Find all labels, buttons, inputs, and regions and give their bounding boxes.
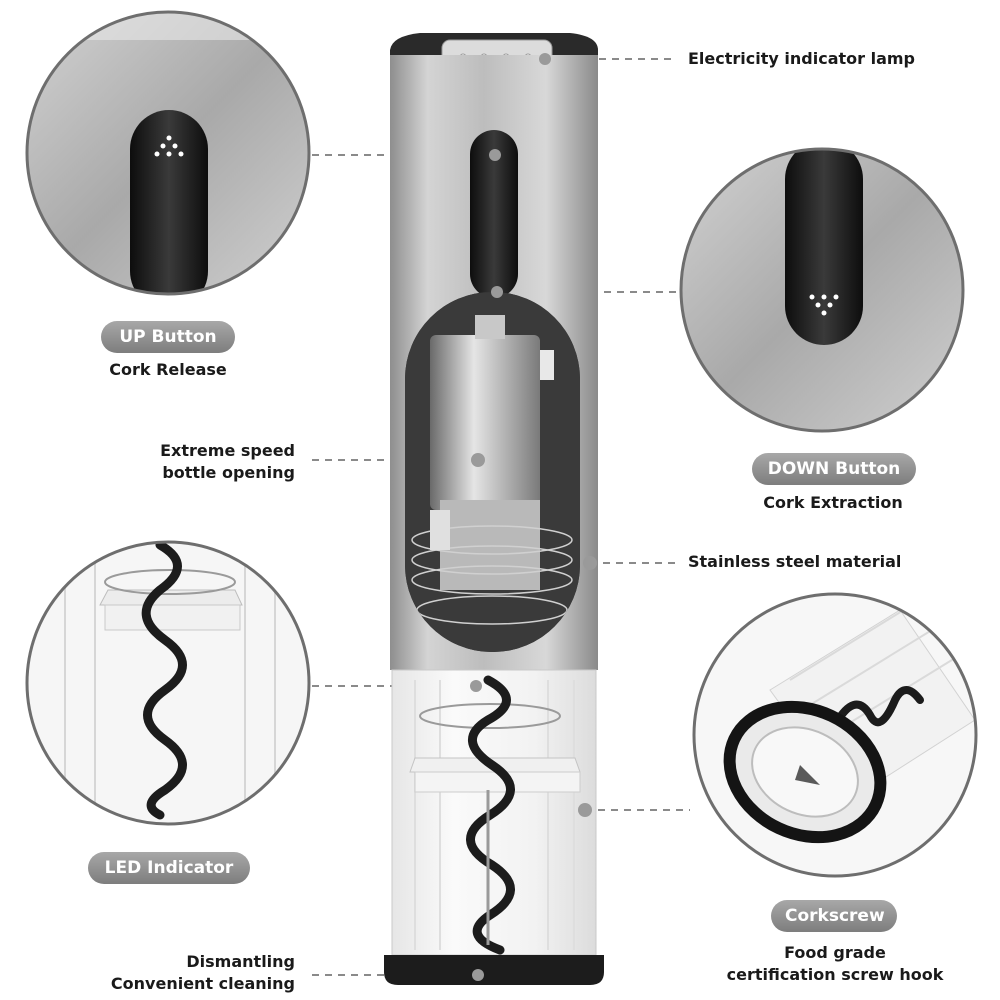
wine-opener-device: [384, 33, 604, 985]
down-button-badge: DOWN Button: [752, 453, 916, 485]
dismantling-line2: Convenient cleaning: [110, 974, 295, 993]
corkscrew-badge: Corkscrew: [771, 900, 897, 932]
extreme-speed-line1: Extreme speed: [160, 441, 295, 460]
extreme-speed-line2: bottle opening: [162, 463, 295, 482]
up-button-caption: Cork Release: [109, 360, 227, 379]
corkscrew-line2: certification screw hook: [726, 965, 944, 984]
dismantling-line1: Dismantling: [186, 952, 295, 971]
led-indicator-detail: [25, 540, 311, 826]
led-indicator-badge: LED Indicator: [88, 852, 250, 884]
down-button-caption: Cork Extraction: [763, 493, 903, 512]
callout-dots: [470, 53, 597, 981]
corkscrew-detail: [692, 592, 978, 878]
corkscrew-line1: Food grade: [784, 943, 886, 962]
up-button-detail: [25, 10, 311, 296]
electricity-indicator-label: Electricity indicator lamp: [688, 49, 915, 68]
up-button-badge: UP Button: [101, 321, 235, 353]
stainless-steel-label: Stainless steel material: [688, 552, 902, 571]
down-button-detail: [679, 147, 965, 433]
